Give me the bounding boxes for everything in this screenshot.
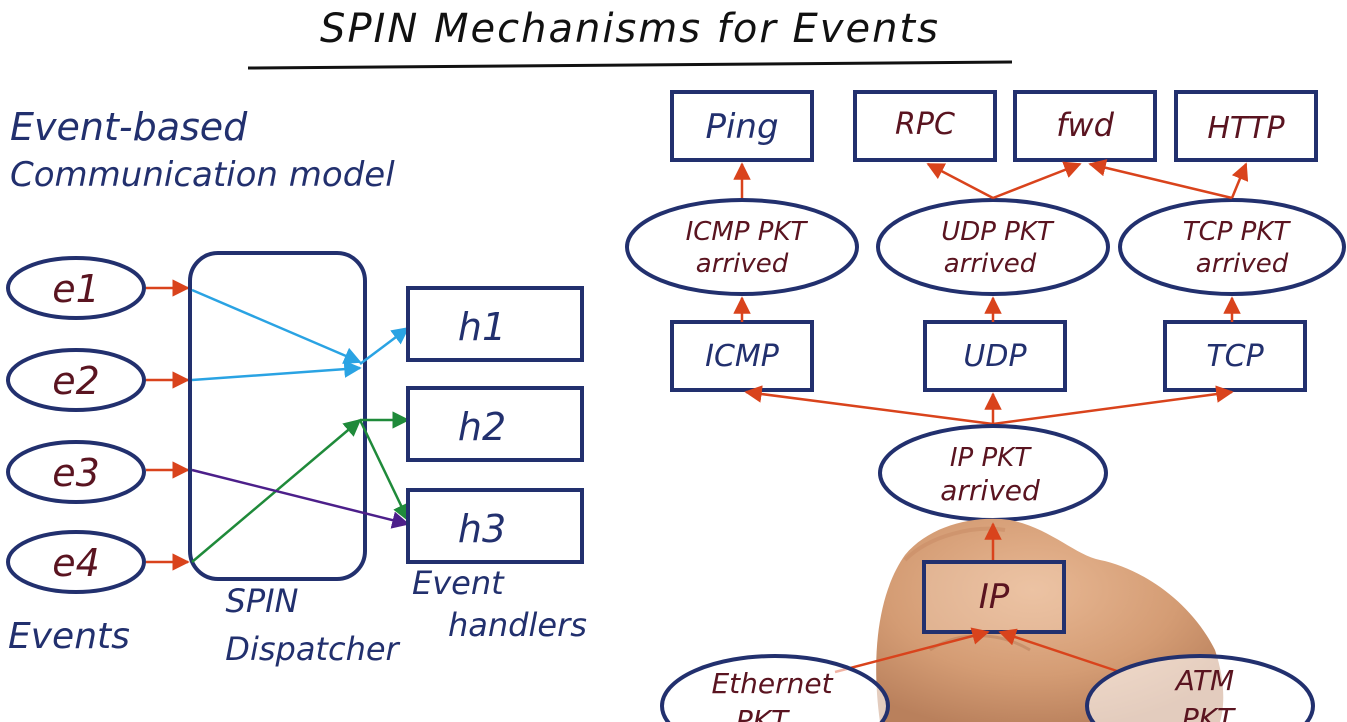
route-e3-h3 [191,468,410,529]
dispatcher-caption-line2: Dispatcher [225,630,400,668]
event-e4: e4 [6,530,146,594]
event-icmp-arrived-line2: arrived [696,249,789,279]
event-icmp-arrived: ICMP PKT arrived [625,198,859,296]
event-atm-pkt-line1: ATM [1174,664,1234,697]
handlers-caption-line2: handlers [448,606,587,644]
spin-dispatcher-box [188,251,367,581]
handler-h3: h3 [406,488,584,564]
route-to-h3-green [358,419,410,522]
app-fwd: fwd [1013,90,1157,162]
event-e1-label: e1 [52,267,100,311]
arrow-ethernet-ip [834,627,990,674]
event-e3-label: e3 [52,451,100,495]
event-atm-pkt-line2: PKT [1182,702,1236,722]
route-to-h1 [359,326,410,365]
arrow-udp-rpc [926,162,994,200]
app-ping-label: Ping [705,107,778,147]
arrow-udp-fwd [992,161,1082,200]
proto-tcp: TCP [1163,320,1307,392]
arrow-tcp-http [1230,162,1249,199]
app-fwd-label: fwd [1056,106,1114,144]
event-ethernet-pkt: Ethernet PKT [660,654,890,722]
handler-h1-label: h1 [458,305,506,349]
app-http: HTTP [1174,90,1318,162]
handler-h2-label: h2 [458,405,506,449]
proto-ip: IP [922,560,1066,634]
event-e2: e2 [6,348,146,412]
proto-udp: UDP [923,320,1067,392]
proto-tcp-label: TCP [1206,339,1264,374]
route-e2-h1 [191,360,362,382]
model-label-line2: Communication model [10,155,395,195]
page-title: SPIN Mechanisms for Events [320,6,940,52]
event-ip-arrived-line1: IP PKT [950,443,1032,473]
model-label-line1: Event-based [10,105,248,149]
arrow-atm-ip [998,628,1121,674]
event-ethernet-pkt-line2: PKT [736,704,790,722]
event-tcp-arrived: TCP PKT arrived [1118,198,1346,296]
title-underline [247,60,1013,70]
event-atm-pkt: ATM PKT [1085,654,1315,722]
event-tcp-arrived-line2: arrived [1196,249,1289,279]
proto-icmp: ICMP [670,320,814,392]
handler-h1: h1 [406,286,584,362]
dispatcher-caption-line1: SPIN [226,582,299,620]
event-udp-arrived: UDP PKT arrived [876,198,1110,296]
events-caption: Events [8,616,130,657]
app-http-label: HTTP [1207,111,1285,146]
event-ip-arrived: IP PKT arrived [878,424,1108,522]
proto-ip-label: IP [979,577,1010,617]
event-e2-label: e2 [52,359,100,403]
handlers-caption-line1: Event [412,564,505,602]
event-e1: e1 [6,256,146,320]
handler-h3-label: h3 [458,507,506,551]
handler-h2: h2 [406,386,584,462]
event-icmp-arrived-line1: ICMP PKT [686,217,809,247]
app-ping: Ping [670,90,814,162]
arrow-ip-icmp [744,385,994,426]
app-rpc-label: RPC [895,107,955,142]
arrow-tcp-fwd [1088,159,1233,200]
event-udp-arrived-line2: arrived [944,249,1037,279]
event-ip-arrived-line2: arrived [940,474,1040,507]
proto-icmp-label: ICMP [705,339,780,374]
app-rpc: RPC [853,90,997,162]
event-e4-label: e4 [52,541,100,585]
route-e1-h1 [191,288,362,364]
event-e3: e3 [6,440,146,504]
proto-udp-label: UDP [963,339,1027,374]
event-tcp-arrived-line1: TCP PKT [1183,217,1292,247]
event-ethernet-pkt-line1: Ethernet [711,667,833,700]
arrow-ip-tcp [992,385,1234,426]
event-udp-arrived-line1: UDP PKT [941,217,1055,247]
